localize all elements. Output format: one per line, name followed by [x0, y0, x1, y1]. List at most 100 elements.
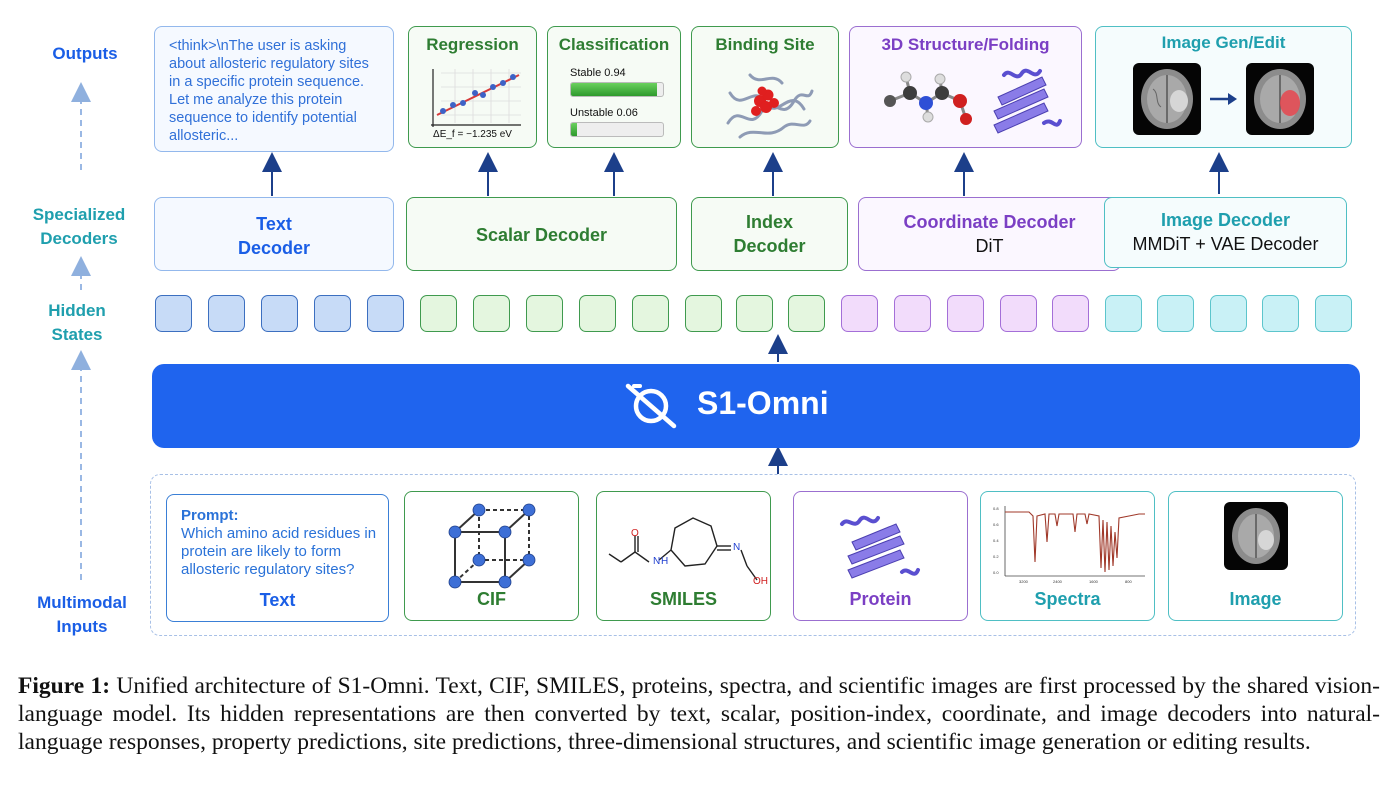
stable-bar	[570, 82, 664, 97]
regression-formula: ΔE_f = −1.235 eV	[433, 129, 512, 140]
cif-label: CIF	[477, 589, 506, 609]
spectra-xtick-3: 800	[1125, 579, 1132, 584]
protein-label: Protein	[849, 589, 912, 609]
text-decoder-line2: Decoder	[237, 238, 311, 258]
spectra-xtick-2: 1600	[1089, 579, 1099, 584]
hidden-token	[736, 295, 773, 332]
hidden-token	[1000, 295, 1037, 332]
spectra-ytick-1: 0.6	[993, 522, 999, 527]
protein-input-ribbon-icon	[840, 515, 920, 579]
unstable-bar-fill	[571, 123, 577, 136]
unstable-label-text: Unstable	[570, 107, 614, 119]
spectra-ytick-2: 0.4	[993, 538, 999, 543]
s1-omni-logo-icon	[625, 383, 677, 429]
hidden-token	[208, 295, 245, 332]
prompt-text: Which amino acid residues in protein are…	[181, 525, 377, 578]
hidden-token	[1105, 295, 1142, 332]
arrow-right-icon	[1210, 93, 1237, 105]
caption-label: Figure 1:	[18, 673, 111, 699]
text-input-label: Text	[259, 590, 296, 610]
label-outputs: Outputs	[52, 44, 118, 63]
spectra-ytick-0: 0.8	[993, 506, 999, 511]
text-decoder-line1: Text	[256, 214, 292, 234]
smiles-atom-n2: N	[733, 542, 741, 553]
coordinate-decoder-label: Coordinate Decoder DiT	[859, 210, 1120, 258]
binding-title: Binding Site	[715, 35, 815, 54]
smiles-label: SMILES	[649, 589, 717, 609]
label-specialized-decoders: Specialized Decoders	[14, 203, 144, 251]
brain-scan-input-image-icon	[1224, 502, 1288, 570]
output-binding-site: Binding Site	[691, 26, 839, 148]
spectra-plot: 3200 2400 1600 800 0.8 0.6 0.4 0.2 0.0	[993, 506, 1145, 584]
regression-plot-icon	[431, 69, 521, 127]
image-decoder-label: Image Decoder MMDiT + VAE Decoder	[1105, 208, 1346, 256]
index-decoder-label: Index Decoder	[692, 210, 847, 258]
stable-row: Stable 0.94	[570, 67, 626, 79]
imagegen-title: Image Gen/Edit	[1161, 33, 1286, 52]
left-flow-arrows	[71, 82, 1229, 580]
hidden-token	[579, 295, 616, 332]
label-hidden-line1: Hidden	[48, 301, 106, 320]
hidden-token	[685, 295, 722, 332]
hidden-token	[155, 295, 192, 332]
hidden-token	[1157, 295, 1194, 332]
input-text-prompt: Prompt: Which amino acid residues in pro…	[166, 494, 389, 622]
text-decoder-label: Text Decoder	[155, 212, 393, 260]
coordinate-decoder-sub: DiT	[975, 236, 1004, 256]
prompt-label: Prompt:	[181, 507, 239, 524]
label-multimodal-inputs: Multimodal Inputs	[22, 591, 142, 639]
think-text: <think>\nThe user is asking about allost…	[169, 38, 369, 144]
input-cif: CIF	[404, 491, 579, 621]
structure-title: 3D Structure/Folding	[881, 35, 1050, 54]
scalar-decoder-label: Scalar Decoder	[475, 225, 608, 245]
stable-bar-fill	[571, 83, 658, 96]
hidden-token	[632, 295, 669, 332]
input-smiles: O N H N OH SMILES	[596, 491, 771, 621]
smiles-structure-icon	[608, 517, 758, 581]
caption-text: Unified architecture of S1-Omni. Text, C…	[18, 673, 1381, 755]
label-inputs-line1: Multimodal	[37, 593, 127, 612]
unstable-row: Unstable 0.06	[570, 107, 638, 119]
hidden-token	[1210, 295, 1247, 332]
spectra-ytick-3: 0.2	[993, 554, 999, 559]
smiles-atom-h: H	[661, 556, 669, 567]
protein-ribbon-icon	[993, 68, 1062, 134]
output-3d-structure: 3D Structure/Folding	[849, 26, 1082, 148]
hidden-token	[526, 295, 563, 332]
binding-site-protein-icon	[726, 73, 814, 139]
input-protein: Protein	[793, 491, 968, 621]
label-hidden-states: Hidden States	[22, 299, 132, 347]
smiles-atom-o: O	[631, 528, 639, 539]
inputs-container	[150, 474, 1356, 636]
smiles-atom-n1: N	[653, 556, 661, 567]
figure-caption: Figure 1: Unified architecture of S1-Omn…	[18, 672, 1380, 756]
hidden-token	[1315, 295, 1352, 332]
label-inputs-line2: Inputs	[56, 617, 108, 636]
index-decoder: Index Decoder	[691, 197, 848, 271]
label-hidden-line2: States	[51, 325, 103, 344]
hidden-token	[841, 295, 878, 332]
hidden-token	[473, 295, 510, 332]
image-decoder-sub: MMDiT + VAE Decoder	[1132, 234, 1319, 254]
model-name: S1-Omni	[697, 385, 829, 421]
input-image: Image	[1168, 491, 1343, 621]
molecule-ball-stick-icon	[884, 71, 972, 125]
output-image-gen-edit: Image Gen/Edit	[1095, 26, 1352, 148]
index-decoder-line1: Index	[745, 212, 793, 232]
s1-omni-model-bar: S1-Omni	[152, 364, 1360, 448]
image-input-label: Image	[1229, 589, 1282, 609]
stable-label-text: Stable	[570, 67, 602, 79]
crystal-lattice-icon	[448, 503, 536, 589]
output-regression: Regression ΔE_f = −1.235 eV	[408, 26, 537, 148]
spectra-ytick-4: 0.0	[993, 570, 999, 575]
hidden-token	[1262, 295, 1299, 332]
stable-value: 0.94	[604, 67, 626, 79]
label-decoders-line2: Decoders	[40, 229, 118, 248]
output-think-text: <think>\nThe user is asking about allost…	[154, 26, 394, 152]
classification-title: Classification	[558, 35, 670, 54]
index-decoder-line2: Decoder	[733, 236, 806, 256]
coordinate-decoder-title: Coordinate Decoder	[903, 212, 1076, 232]
hidden-token	[314, 295, 351, 332]
coordinate-decoder: Coordinate Decoder DiT	[858, 197, 1121, 271]
spectra-xtick-0: 3200	[1019, 579, 1029, 584]
